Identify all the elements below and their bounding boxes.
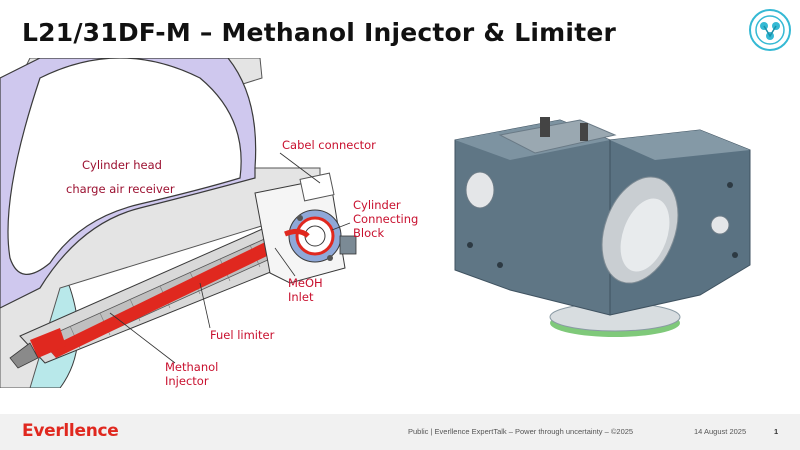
page-number: 1 [774,427,779,436]
label-fuel-limiter: Fuel limiter [210,328,275,342]
cross-section-drawing [0,57,357,389]
slide-title: L21/31DF-M – Methanol Injector & Limiter [22,18,617,47]
footer-bar: Everllence Public | Everllence ExpertTal… [0,414,800,450]
label-connecting: Connecting [353,212,419,226]
label-cylinder-head: Cylinder head [82,158,162,172]
label-inlet: Inlet [288,290,314,304]
label-cylinder: Cylinder [353,198,401,212]
label-injector: Injector [165,374,209,388]
label-cabel-connector: Cabel connector [282,138,376,152]
footer-text: Public | Everllence ExpertTalk – Power t… [408,427,634,436]
footer-date: 14 August 2025 [694,427,747,436]
label-methanol: Methanol [165,360,219,374]
injector-cross-section-diagram: Cylinder head charge air receiver Cabel … [0,57,440,389]
cylinder-head-render-image [454,117,751,337]
label-block: Block [353,226,385,240]
sustainability-badge-icon [749,9,791,51]
label-meoh: MeOH [288,276,323,290]
label-charge-air-receiver: charge air receiver [66,182,175,196]
everllence-logo: Everllence [22,421,119,441]
